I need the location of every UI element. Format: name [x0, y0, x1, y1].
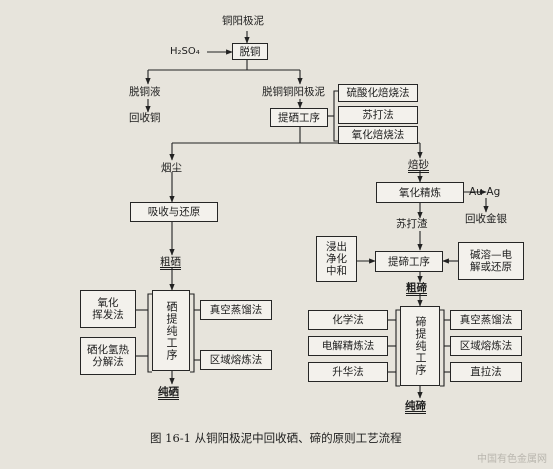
box-se-right-2: 区域熔炼法 [200, 350, 272, 370]
box-decopper: 脱铜 [232, 43, 268, 60]
watermark: 中国有色金属网 [477, 454, 547, 465]
box-te-right-2: 区域熔炼法 [450, 336, 522, 356]
box-absorb-reduce: 吸收与还原 [130, 202, 218, 222]
label-au-ag: Au-Ag [469, 186, 501, 198]
box-se-purify: 硒提纯工序 [152, 290, 190, 371]
box-te-purify: 碲提纯工序 [400, 306, 440, 386]
box-se-method-3: 氧化焙烧法 [338, 126, 418, 144]
label-pure-te: 纯碲 [405, 400, 426, 412]
label-recover-au-ag: 回收金银 [465, 213, 507, 225]
label-crude-te: 粗碲 [406, 282, 427, 294]
box-se-left-1: 氧化 挥发法 [80, 290, 136, 328]
box-te-left-3: 升华法 [308, 362, 388, 382]
box-extract-se: 提硒工序 [270, 108, 328, 127]
box-oxidize-smelt: 氧化精炼 [376, 182, 464, 203]
box-te-right-3: 直拉法 [450, 362, 522, 382]
label-copper-anode-slime: 铜阳极泥 [222, 15, 264, 27]
label-recover-copper: 回收铜 [129, 112, 161, 124]
box-te-left-1: 化学法 [308, 310, 388, 330]
box-te-left-2: 电解精炼法 [308, 336, 388, 356]
box-se-method-1: 硫酸化焙烧法 [338, 84, 418, 102]
label-decopper-slime: 脱铜铜阳极泥 [262, 86, 325, 98]
box-extract-te: 提碲工序 [375, 251, 443, 272]
label-sulfuric-acid: H₂SO₄ [170, 46, 200, 57]
box-se-right-1: 真空蒸馏法 [200, 300, 272, 320]
label-leach-solution: 脱铜液 [129, 86, 161, 98]
figure-caption: 图 16-1 从铜阳极泥中回收硒、碲的原则工艺流程 [150, 431, 402, 445]
label-dust: 烟尘 [161, 162, 182, 174]
label-crude-se: 粗硒 [160, 256, 181, 268]
box-alkali-electrolysis: 碱溶—电 解或还原 [458, 242, 524, 280]
box-se-method-2: 苏打法 [338, 106, 418, 124]
label-pure-se: 纯硒 [158, 386, 179, 398]
label-calcine: 焙砂 [408, 159, 429, 171]
box-se-left-2: 硒化氢热 分解法 [80, 337, 136, 375]
box-leach-purify: 浸出 净化 中和 [316, 236, 357, 282]
label-soda-slag: 苏打渣 [396, 218, 428, 230]
box-te-right-1: 真空蒸馏法 [450, 310, 522, 330]
